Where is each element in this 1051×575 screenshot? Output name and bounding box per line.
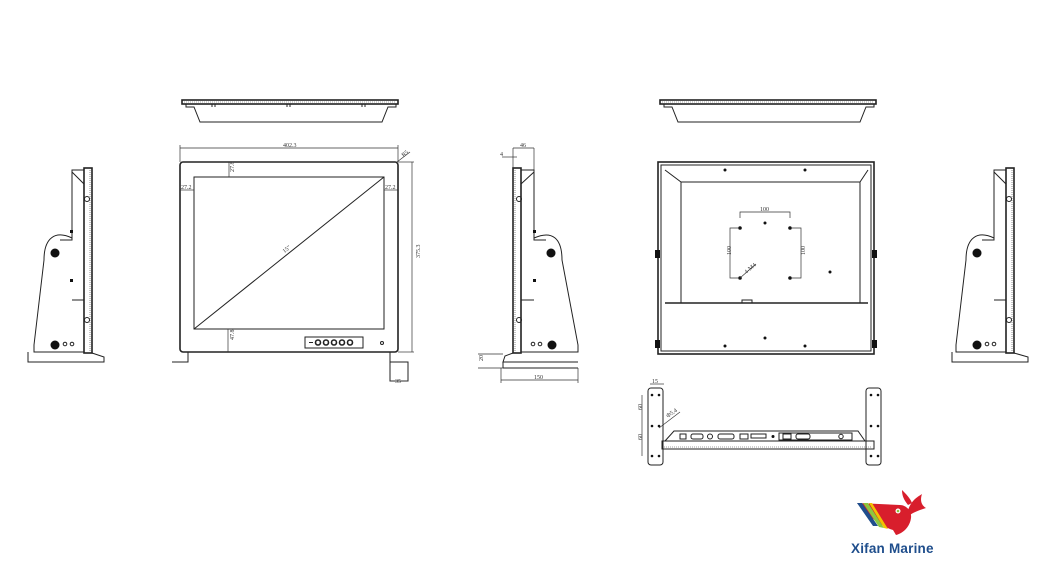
rear-view: 100 100 100 4-M4: [655, 161, 877, 355]
side-view-dimensioned: 46 4 20 150: [478, 143, 579, 383]
dim-foot: 35: [395, 379, 401, 385]
dim-base-height: 20: [479, 355, 485, 361]
top-view-right: [659, 99, 877, 123]
dim-diagonal: 15": [282, 245, 293, 255]
dim-overall-width: 402.3: [283, 143, 297, 149]
dim-overall-height: 375.3: [416, 245, 422, 259]
side-view-right: [951, 167, 1029, 363]
dim-front-lip: 4: [500, 152, 503, 158]
dim-top-bezel: 27.8: [230, 162, 236, 173]
front-view: 402.3 R5 15" 27.8 27.2 27.2 375.3 47.8: [172, 143, 422, 385]
dim-depth: 46: [520, 143, 526, 149]
dim-vesa-v-right: 100: [801, 246, 807, 255]
dim-vesa-v-left: 100: [727, 246, 733, 255]
dim-right-bezel: 27.2: [385, 185, 396, 191]
bottom-rack-view: 15 60 60 Φ5.4: [638, 379, 882, 466]
xifan-marine-logo-icon: [857, 490, 926, 535]
dim-bottom-bezel: 47.8: [230, 330, 236, 341]
dim-rack-offset: 15: [652, 379, 658, 385]
dim-left-bezel: 27.2: [181, 185, 192, 191]
dim-corner: R5: [401, 150, 410, 159]
dim-base-depth: 150: [534, 375, 543, 381]
brand-name: Xifan Marine: [851, 541, 934, 556]
dim-rack-pitch-2: 60: [638, 434, 644, 440]
osd-button-panel: [304, 336, 364, 349]
dim-vesa-h: 100: [760, 207, 769, 213]
top-view-left: [181, 99, 399, 123]
dim-rack-pitch-1: 60: [638, 404, 644, 410]
dim-rack-hole: Φ5.4: [666, 408, 679, 420]
side-view-left: [27, 167, 105, 363]
